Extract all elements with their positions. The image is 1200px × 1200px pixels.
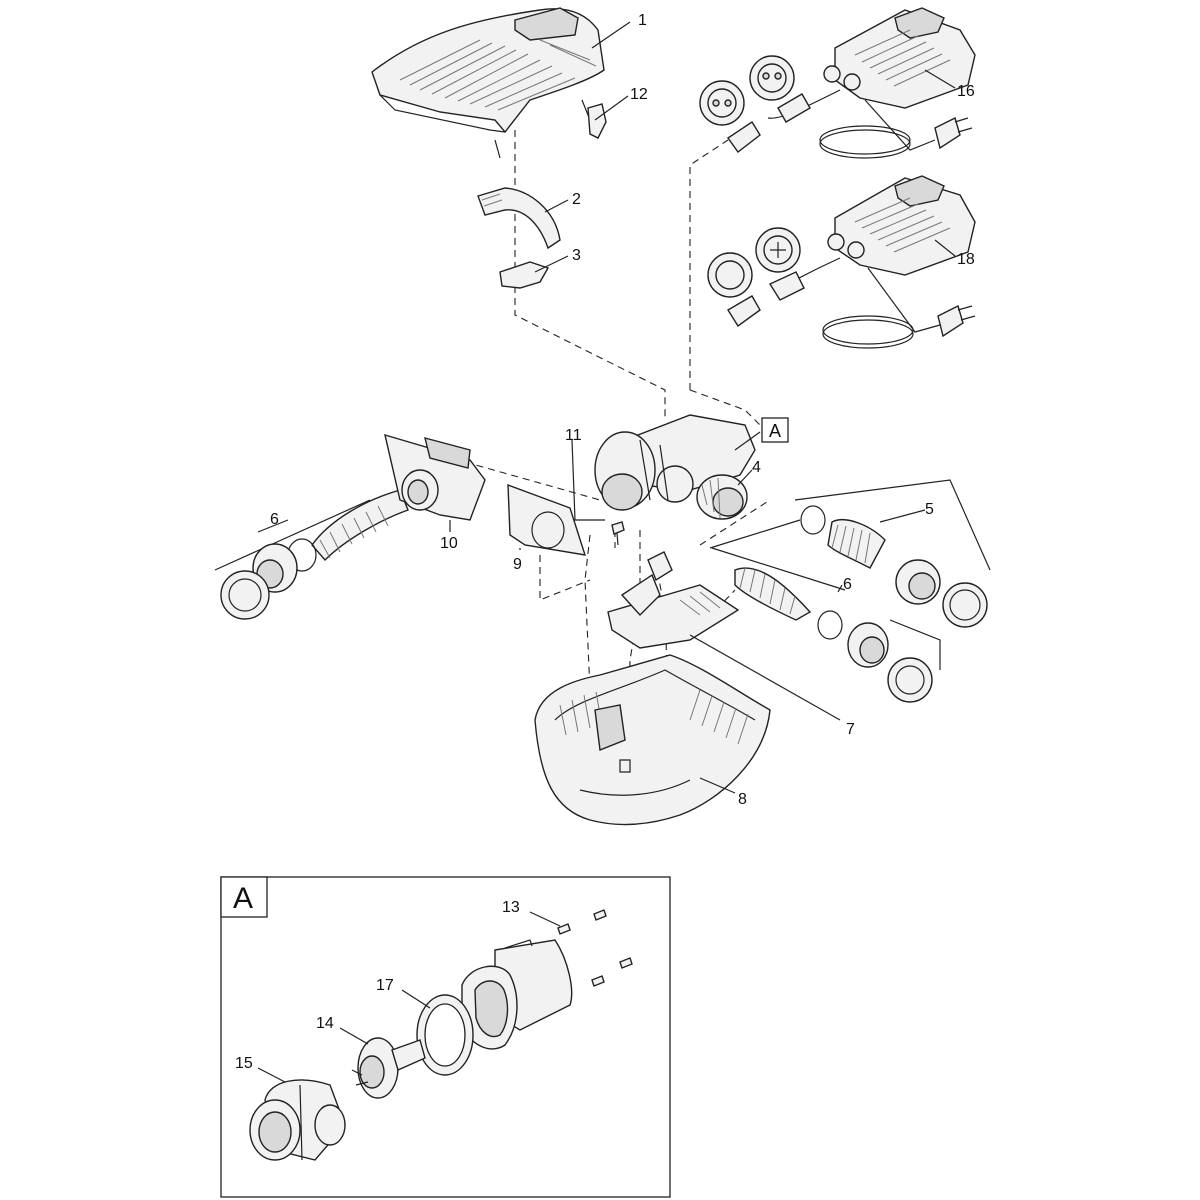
connectors-18 [707, 227, 805, 328]
callout-12: 12 [630, 86, 648, 103]
part-9-sealing-plate [507, 483, 587, 556]
part-12-clip [587, 103, 607, 139]
detail-a-reference-label: A [769, 421, 781, 441]
part-13-screws [557, 909, 633, 987]
callout-8: 8 [738, 791, 747, 808]
part-6-hose-kit-left [214, 489, 409, 620]
callout-10: 10 [440, 535, 458, 552]
callout-labels: 1 12 2 3 16 18 11 4 5 6 6 10 9 7 8 [270, 12, 975, 808]
callout-16: 16 [957, 83, 975, 100]
callout-3: 3 [572, 247, 581, 264]
detail-a-reference: A [761, 417, 789, 443]
callout-9: 9 [513, 556, 522, 573]
part-1-top-cover [371, 7, 605, 159]
part-18-control-unit [781, 175, 976, 349]
part-3-plate [499, 261, 550, 289]
callout-14: 14 [316, 1015, 334, 1032]
part-7-mounting-bracket [607, 551, 740, 649]
callout-5: 5 [925, 501, 934, 518]
part-8-base-housing [534, 654, 771, 826]
callout-1: 1 [638, 12, 647, 29]
callout-6-left: 6 [270, 511, 279, 528]
part-11-screw [611, 521, 625, 546]
connectors-16 [699, 55, 811, 153]
inset-a-title: A [233, 882, 253, 915]
callout-11: 11 [565, 427, 582, 444]
callout-6-right: 6 [843, 576, 852, 593]
part-14-impeller [351, 1037, 426, 1099]
callout-4: 4 [752, 459, 761, 476]
callout-2: 2 [572, 191, 581, 208]
part-17-seal-ring [416, 994, 474, 1076]
callout-17: 17 [376, 977, 394, 994]
inset-a: A [220, 876, 671, 1198]
part-2-bracket [477, 187, 561, 250]
part-5-hose-adapter-kit [709, 479, 991, 628]
part-4-nut [696, 474, 748, 520]
part-10-inlet-shield [384, 433, 486, 521]
callout-18: 18 [957, 251, 975, 268]
callout-13: 13 [502, 899, 520, 916]
callout-15: 15 [235, 1055, 253, 1072]
callout-7: 7 [846, 721, 855, 738]
part-6-hose-kit-right [711, 547, 941, 703]
motor-housing [461, 939, 573, 1050]
part-16-control-unit [767, 7, 976, 159]
callout-leaders [257, 21, 956, 794]
part-15-pump-cover [249, 1079, 346, 1161]
pump-body [594, 414, 756, 511]
